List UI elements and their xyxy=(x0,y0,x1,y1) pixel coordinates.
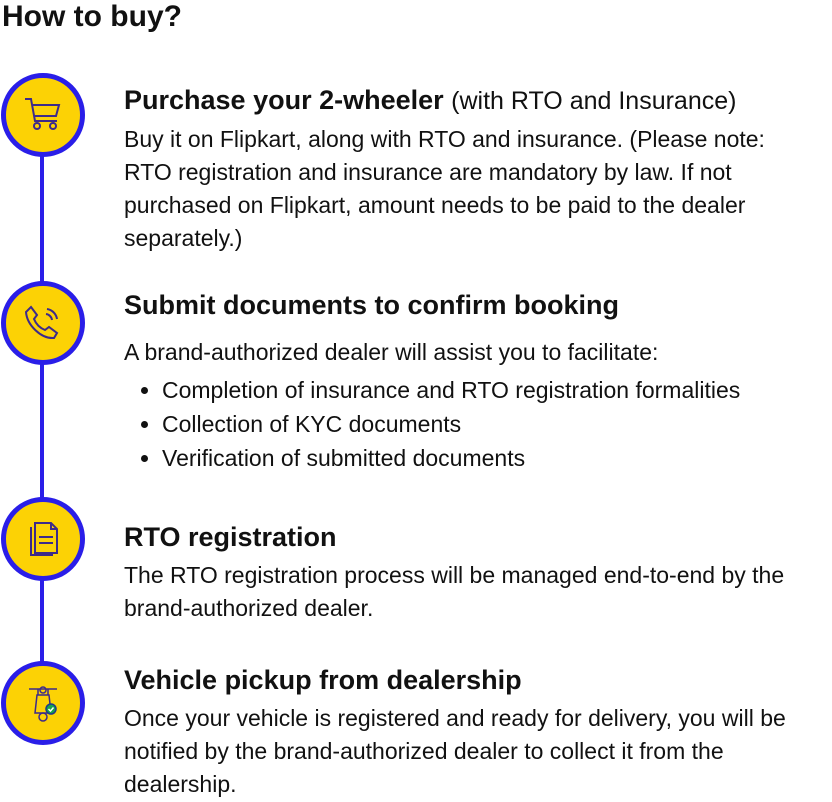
step-vehicle-pickup: Vehicle pickup from dealership Once your… xyxy=(124,662,832,801)
phone-icon xyxy=(1,281,85,365)
cart-icon xyxy=(1,73,85,157)
step-purchase: Purchase your 2-wheeler (with RTO and In… xyxy=(124,82,832,255)
requirements-list: Completion of insurance and RTO registra… xyxy=(124,373,832,475)
list-item: Verification of submitted documents xyxy=(162,441,832,475)
step-body: Buy it on Flipkart, along with RTO and i… xyxy=(124,126,765,251)
step-title-note: (with RTO and Insurance) xyxy=(451,87,737,115)
timeline-connector xyxy=(40,117,44,707)
step-rto-registration: RTO registration The RTO registration pr… xyxy=(124,519,832,625)
step-body: The RTO registration process will be man… xyxy=(124,562,785,621)
step-submit-documents: Submit documents to confirm booking A br… xyxy=(124,287,832,475)
step-title: Submit documents to confirm booking xyxy=(124,290,619,320)
step-body: Once your vehicle is registered and read… xyxy=(124,705,786,797)
step-title: Vehicle pickup from dealership xyxy=(124,665,522,695)
list-item: Completion of insurance and RTO registra… xyxy=(162,373,832,407)
step-body: A brand-authorized dealer will assist yo… xyxy=(124,339,659,365)
step-title: Purchase your 2-wheeler xyxy=(124,85,444,115)
document-icon xyxy=(1,497,85,581)
list-item: Collection of KYC documents xyxy=(162,407,832,441)
step-title: RTO registration xyxy=(124,522,337,552)
scooter-icon xyxy=(1,661,85,745)
page-title: How to buy? xyxy=(2,0,182,33)
